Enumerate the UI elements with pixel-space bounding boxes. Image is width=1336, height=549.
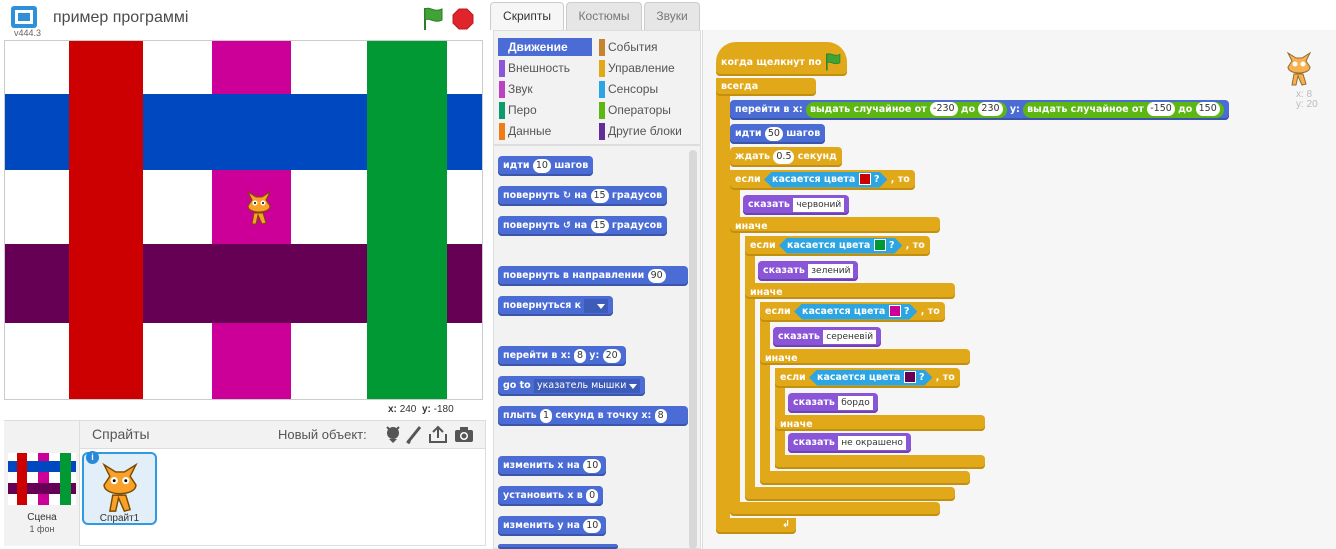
when-flag-clicked-block[interactable]: когда щелкнут по xyxy=(716,42,848,76)
script-move-block[interactable]: идти 50 шагов xyxy=(730,124,826,144)
palette-scrollbar[interactable] xyxy=(689,150,697,549)
palette-turn-right-block[interactable]: повернуть ↻ на 15 градусов xyxy=(498,186,668,206)
sprite-name: Спрайт1 xyxy=(99,513,140,524)
category-data[interactable]: Данные xyxy=(498,122,592,140)
script-wait-block[interactable]: ждать 0.5 секунд xyxy=(730,147,842,167)
tab-scripts[interactable]: Скрипты xyxy=(490,2,564,30)
category-pen[interactable]: Перо xyxy=(498,101,592,119)
palette-move-block[interactable]: идти 10 шагов xyxy=(498,156,594,176)
if3-else-bar: иначе xyxy=(760,349,970,365)
mouse-coords: x: 240 y: -180 xyxy=(388,404,454,415)
if1-arm xyxy=(730,170,740,510)
scene-name: Сцена xyxy=(27,512,57,523)
paint-brush-icon[interactable] xyxy=(404,424,426,445)
category-motion[interactable]: Движение xyxy=(498,38,592,56)
palette-change-x-block[interactable]: изменить х на 10 xyxy=(498,456,607,476)
sprite-corner-icon xyxy=(1282,44,1316,90)
category-sound[interactable]: Звук xyxy=(498,80,592,98)
category-events[interactable]: События xyxy=(598,38,692,56)
forever-arm xyxy=(716,78,730,526)
stage-canvas[interactable] xyxy=(4,40,483,400)
if4-bottom xyxy=(775,455,985,469)
palette-glide-block[interactable]: плыть 1 секунд в точку x: 8 xyxy=(498,406,688,426)
project-title[interactable]: пример программі xyxy=(53,9,189,26)
choose-sprite-icon[interactable] xyxy=(382,424,404,444)
sprites-header xyxy=(80,421,485,449)
new-object-label: Новый объект: xyxy=(278,427,367,442)
if2-bottom xyxy=(745,487,955,501)
fullscreen-icon[interactable] xyxy=(10,5,38,29)
if4-else-bar: иначе xyxy=(775,415,985,431)
green-flag-icon xyxy=(826,53,841,71)
if3-arm xyxy=(760,302,770,482)
stop-icon[interactable] xyxy=(452,8,474,30)
palette-point-direction-block[interactable]: повернуть в направлении 90 xyxy=(498,266,688,286)
palette-set-x-block[interactable]: установить х в 0 xyxy=(498,486,604,506)
if2-else-bar: иначе xyxy=(745,283,955,299)
say-not-painted-block[interactable]: сказать не окрашено xyxy=(788,433,911,453)
palette-turn-left-block[interactable]: повернуть ↺ на 15 градусов xyxy=(498,216,668,236)
category-divider xyxy=(493,144,701,146)
category-looks[interactable]: Внешность xyxy=(498,59,592,77)
loop-arrow-icon: ↲ xyxy=(782,519,790,530)
script-goto-xy-block[interactable]: перейти в x: выдать случайное от -230 до… xyxy=(730,100,1229,120)
say-burgundy-block[interactable]: сказать бордо xyxy=(788,393,878,413)
sprites-title: Спрайты xyxy=(92,426,150,442)
tab-costumes[interactable]: Костюмы xyxy=(566,2,642,30)
camera-icon[interactable] xyxy=(453,424,475,444)
say-green-block[interactable]: сказать зелений xyxy=(758,261,859,281)
palette-goto-xy-block[interactable]: перейти в x: 8 y: 20 xyxy=(498,346,626,366)
forever-bottom: ↲ xyxy=(716,518,796,534)
category-sensing[interactable]: Сенсоры xyxy=(598,80,692,98)
sprite-card[interactable] xyxy=(82,452,157,525)
sprite-info-icon[interactable]: i xyxy=(86,451,99,464)
palette-change-y-block[interactable]: изменить у на 10 xyxy=(498,516,607,536)
say-red-block[interactable]: сказать червоний xyxy=(743,195,850,215)
version-label: v444.3 xyxy=(14,28,42,38)
if-touching-green-block[interactable]: если касается цвета ? , то xyxy=(745,236,930,256)
forever-block[interactable]: всегда xyxy=(716,78,816,96)
upload-icon[interactable] xyxy=(427,424,449,444)
palette-point-towards-block[interactable]: повернуться к xyxy=(498,296,614,316)
say-magenta-block[interactable]: сказать сереневій xyxy=(773,327,882,347)
rotate-right-icon: ↻ xyxy=(562,190,571,201)
green-flag-icon[interactable] xyxy=(422,6,444,32)
if-touching-magenta-block[interactable]: если касается цвета ? , то xyxy=(760,302,945,322)
if3-bottom xyxy=(760,471,970,485)
tab-sounds[interactable]: Звуки xyxy=(644,2,700,30)
if1-bottom xyxy=(730,502,940,516)
cat-sprite[interactable] xyxy=(242,186,276,226)
category-control[interactable]: Управление xyxy=(598,59,692,77)
green-stripe xyxy=(367,41,447,399)
if-touching-red-block[interactable]: если касается цвета ? , то xyxy=(730,170,915,190)
if1-else-bar: иначе xyxy=(730,217,940,233)
category-operators[interactable]: Операторы xyxy=(598,101,692,119)
scene-thumbnail[interactable] xyxy=(8,453,76,505)
scene-backdrop-count: 1 фон xyxy=(29,524,55,534)
rotate-left-icon: ↺ xyxy=(562,220,571,231)
category-more-blocks[interactable]: Другие блоки xyxy=(598,122,692,140)
if-touching-burgundy-block[interactable]: если касается цвета ? , то xyxy=(775,368,960,388)
palette-goto-block[interactable]: go to указатель мышки xyxy=(498,376,646,396)
if2-arm xyxy=(745,236,755,496)
